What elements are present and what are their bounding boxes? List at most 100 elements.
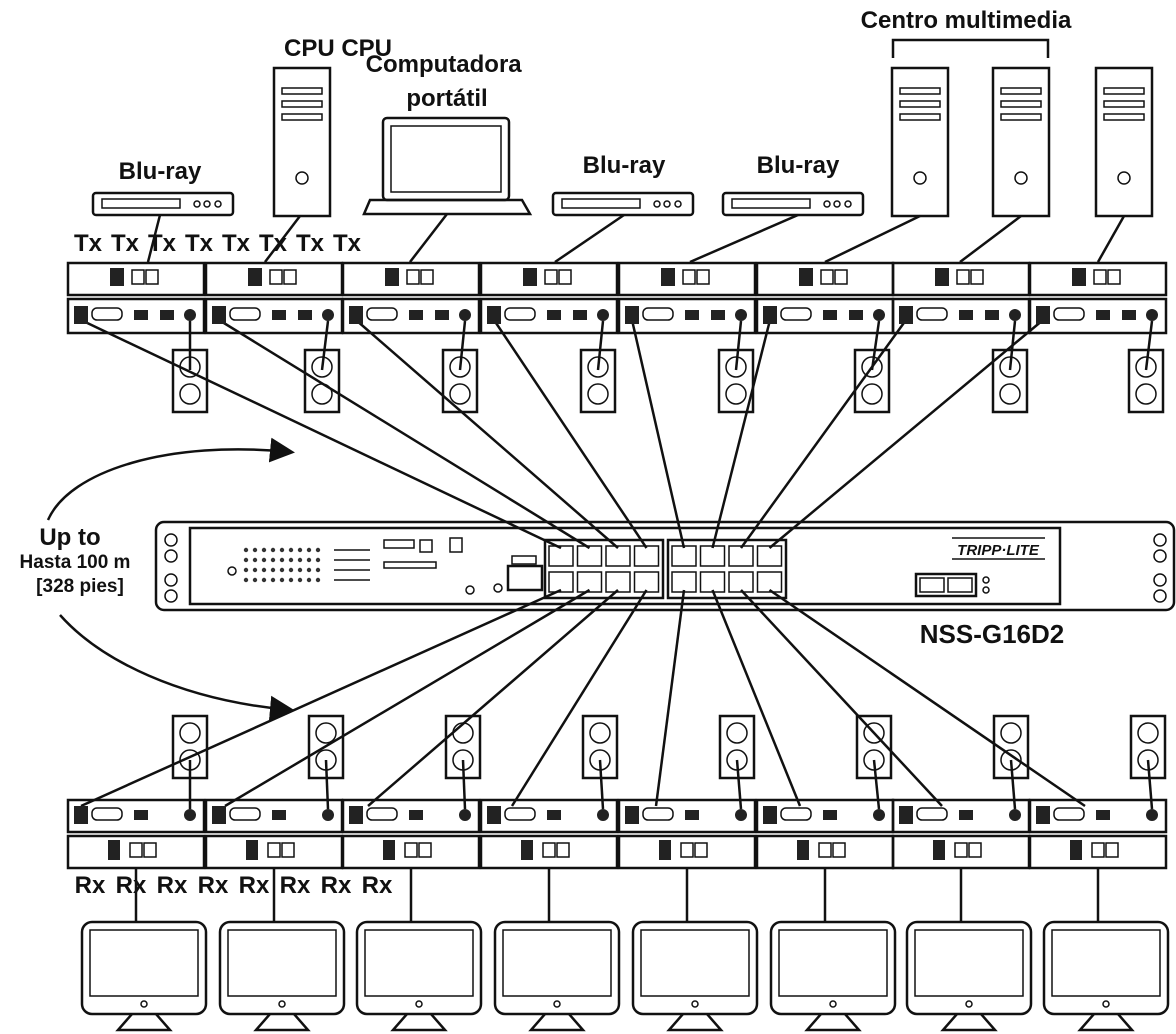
transmitter-modules	[66, 261, 1168, 335]
monitor-screen	[218, 920, 346, 1016]
rx-vga	[229, 807, 261, 821]
monitor-stand	[253, 1013, 311, 1032]
tx-module-top	[891, 261, 1031, 297]
tx-network-cable	[80, 318, 562, 550]
monitor-screen	[80, 920, 208, 1016]
rx-rj45	[899, 806, 913, 824]
rx-module-bottom	[66, 834, 206, 870]
rx-power-jack	[1146, 809, 1158, 821]
blu-ray-player-left	[91, 191, 235, 217]
tx-module-top	[1028, 261, 1168, 297]
tx-vga	[642, 307, 674, 321]
socket	[449, 383, 471, 405]
status-led	[261, 567, 267, 573]
rx-port	[933, 840, 945, 860]
rx-port	[968, 842, 982, 858]
rx-port	[832, 842, 846, 858]
tx-network-cable	[739, 319, 908, 549]
socket	[999, 383, 1021, 405]
power-outlet	[581, 714, 619, 780]
status-led	[279, 577, 285, 583]
status-led	[261, 577, 267, 583]
switch-port-top	[576, 545, 603, 567]
rx-label: Rx	[239, 872, 270, 899]
tx-label: Tx	[185, 230, 214, 257]
monitors	[80, 920, 1170, 1032]
monitor-screen	[631, 920, 759, 1016]
socket	[1135, 356, 1157, 378]
rx-port	[404, 842, 418, 858]
power-outlets-bottom	[171, 714, 1167, 780]
switch-port-top	[633, 545, 660, 567]
status-led	[315, 547, 321, 553]
monitor-power-button	[140, 1000, 148, 1008]
monitor-stand	[390, 1013, 448, 1032]
rx-vga	[1053, 807, 1085, 821]
brand-text: TRIPP·LITE	[957, 542, 1040, 559]
rx-power-jack	[735, 809, 747, 821]
cpu-tower	[272, 66, 332, 218]
label-blu-ray-mid: Blu-ray	[583, 152, 666, 179]
source-cable	[554, 213, 625, 264]
source-cable	[146, 214, 162, 263]
tx-hdmi	[1096, 310, 1110, 320]
arrow-down	[59, 614, 295, 721]
source-cable	[409, 213, 448, 263]
tx-rj45	[212, 306, 226, 324]
tx-power-jack	[459, 309, 471, 321]
tx-rj45	[625, 306, 639, 324]
status-led	[252, 547, 258, 553]
status-led	[261, 547, 267, 553]
tx-port	[970, 269, 984, 285]
rx-vga	[91, 807, 123, 821]
tx-hdmi	[272, 310, 286, 320]
monitor-display	[89, 929, 199, 997]
label-blu-ray-right: Blu-ray	[757, 152, 840, 179]
switch-label-block	[449, 537, 463, 553]
rx-power-cord	[1146, 759, 1154, 810]
rx-network-cable	[224, 588, 591, 808]
tx-power-jack	[873, 309, 885, 321]
tx-module-top	[479, 261, 619, 297]
power-outlet	[718, 714, 756, 780]
monitor-screen	[1042, 920, 1170, 1016]
tx-label: Tx	[259, 230, 288, 257]
socket	[449, 356, 471, 378]
rx-rj45	[349, 806, 363, 824]
tx-port	[799, 268, 813, 286]
switch-port-top	[756, 545, 783, 567]
monitor-stand	[1077, 1013, 1135, 1032]
socket	[311, 356, 333, 378]
status-led	[270, 577, 276, 583]
monitor-screen	[493, 920, 621, 1016]
tx-port	[269, 269, 283, 285]
rx-port	[383, 840, 395, 860]
tx-port	[248, 268, 262, 286]
power-outlet	[307, 714, 345, 780]
power-outlet	[717, 348, 755, 414]
source-cable	[689, 213, 799, 264]
tx-module-top	[755, 261, 895, 297]
rx-hdmi	[959, 810, 973, 820]
rx-rj45	[763, 806, 777, 824]
source-devices	[91, 38, 1154, 218]
power-outlet	[171, 714, 209, 780]
monitor-display	[1051, 929, 1161, 997]
rx-vga	[642, 807, 674, 821]
tx-power-jack	[1009, 309, 1021, 321]
media-center-tower-1	[890, 66, 950, 218]
rx-power-jack	[873, 809, 885, 821]
rx-port	[818, 842, 832, 858]
rx-module-bottom	[479, 834, 619, 870]
monitor-screen	[905, 920, 1033, 1016]
status-led	[288, 547, 294, 553]
tx-hdmi	[685, 310, 699, 320]
socket	[725, 356, 747, 378]
rx-label: Rx	[321, 872, 352, 899]
monitor-display	[227, 929, 337, 997]
socket	[179, 356, 201, 378]
laptop	[362, 116, 533, 216]
tx-module-bottom	[341, 297, 481, 335]
tx-module-bottom	[1028, 297, 1168, 335]
